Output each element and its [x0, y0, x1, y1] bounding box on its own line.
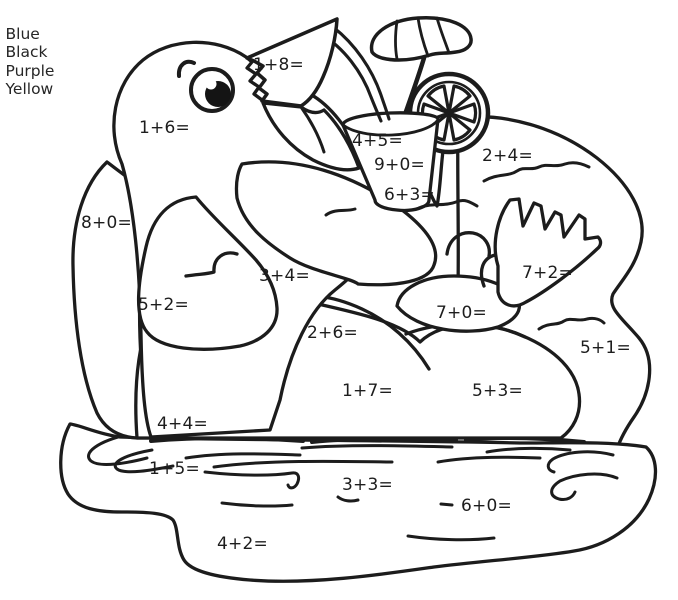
wave-squiggles [324, 161, 606, 331]
straw-icon [319, 25, 391, 123]
cocktail-umbrella-icon [369, 16, 473, 123]
duck-beak [245, 17, 361, 172]
duck-eye [176, 59, 235, 113]
drink-cup [341, 111, 440, 213]
duck-wing [136, 195, 279, 351]
duck-splashing-wing [445, 197, 603, 308]
water-puddle [59, 422, 658, 583]
